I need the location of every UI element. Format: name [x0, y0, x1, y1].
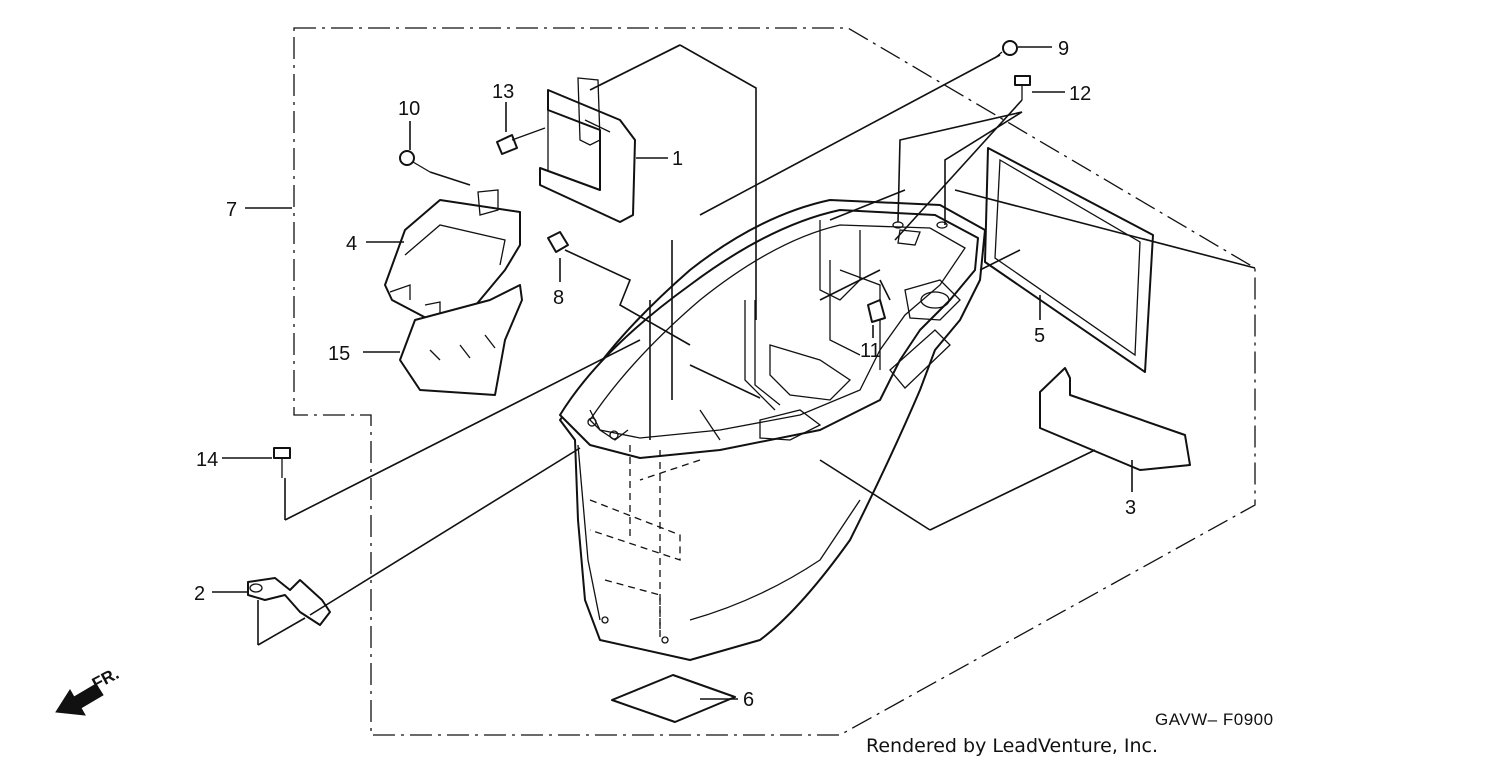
- callout-3: 3: [1125, 497, 1136, 519]
- part-12-bolt: [1014, 75, 1031, 100]
- callout-8: 8: [553, 287, 564, 309]
- diagram-code: GAVW– F0900: [1155, 710, 1274, 729]
- part-11-clip: [867, 299, 886, 323]
- luggage-box: [559, 199, 986, 661]
- callout-10: 10: [398, 98, 420, 120]
- callout-13: 13: [492, 81, 514, 103]
- callout-6: 6: [743, 689, 754, 711]
- callout-7: 7: [226, 199, 237, 221]
- callout-12: 12: [1069, 83, 1091, 105]
- part-14-bolt: [273, 447, 291, 478]
- callout-leaders: [212, 46, 1133, 700]
- part-10-screw: [399, 150, 431, 173]
- callout-9: 9: [1058, 38, 1069, 60]
- callout-11: 11: [860, 340, 881, 362]
- front-direction-arrow: FR.: [55, 664, 122, 716]
- assembly-boundary: [293, 27, 1256, 736]
- part-6-label: [611, 674, 736, 723]
- callout-4: 4: [346, 233, 357, 255]
- callout-15: 15: [328, 343, 350, 365]
- render-credit: Rendered by LeadVenture, Inc.: [866, 735, 1158, 757]
- callout-14: 14: [196, 449, 218, 471]
- callout-5: 5: [1034, 325, 1045, 347]
- leader-lines: [257, 44, 1256, 646]
- part-15-sheet: [399, 284, 523, 396]
- part-2-bracket: [247, 577, 331, 626]
- part-13-screw: [496, 127, 546, 155]
- part-8-clip: [547, 231, 569, 253]
- part-5-mat: [984, 147, 1154, 373]
- part-4-cover: [384, 189, 521, 321]
- part-9-bolt: [994, 40, 1018, 59]
- part-3-strip: [1039, 367, 1191, 471]
- part-1-bracket: [539, 77, 636, 223]
- callout-1: 1: [672, 148, 683, 170]
- callout-2: 2: [194, 583, 205, 605]
